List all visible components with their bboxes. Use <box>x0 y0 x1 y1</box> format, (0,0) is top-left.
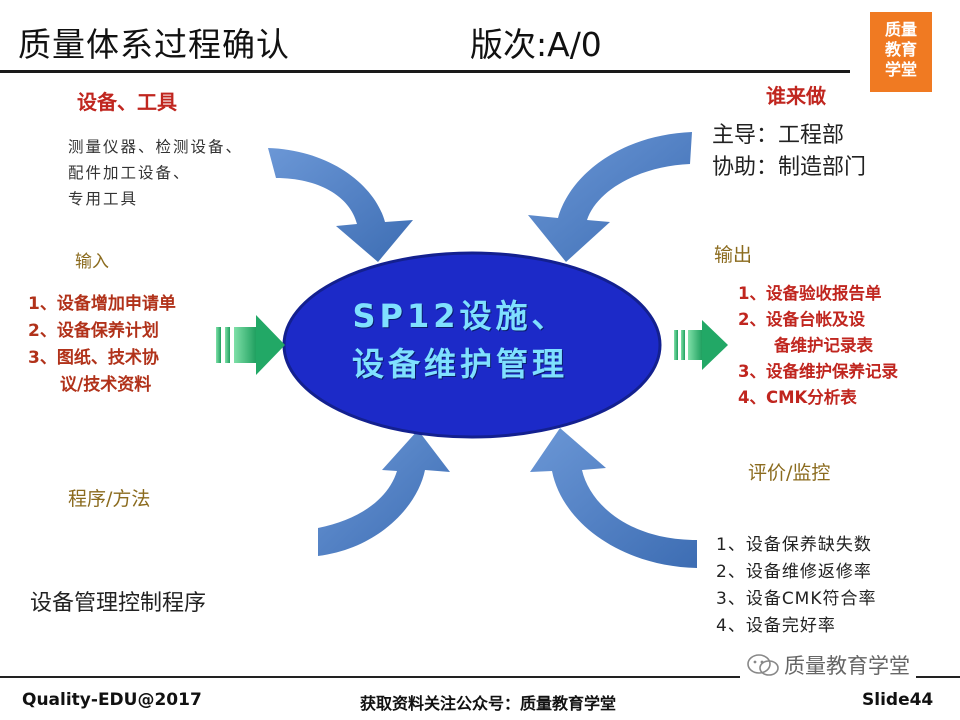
evaluation-item: 4、设备完好率 <box>716 616 836 636</box>
logo-line-1: 质量 <box>884 20 917 39</box>
curved-arrow-top-right <box>528 132 692 262</box>
brand-logo: 质量 教育 学堂 <box>870 12 932 92</box>
input-list: 1、设备增加申请单 2、设备保养计划 3、图纸、技术协 议/技术资料 <box>28 291 176 399</box>
output-item: 1、设备验收报告单 <box>738 284 882 303</box>
evaluation-list: 1、设备保养缺失数 2、设备维修返修率 3、设备CMK符合率 4、设备完好率 <box>716 532 877 640</box>
equipment-line: 专用工具 <box>68 190 139 208</box>
center-title-line-2: 设备维护管理 <box>351 345 568 383</box>
footer-divider <box>0 676 960 678</box>
who-list: 主导：工程部 协助：制造部门 <box>712 120 866 184</box>
logo-line-2: 教育 <box>884 40 917 59</box>
method-heading: 程序/方法 <box>68 488 151 510</box>
who-line: 主导：工程部 <box>712 123 845 148</box>
output-heading: 输出 <box>714 244 753 266</box>
watermark: 质量教育学堂 <box>740 648 916 682</box>
output-item: 2、设备台帐及设 <box>738 310 865 329</box>
output-item: 4、CMK分析表 <box>738 388 857 407</box>
watermark-text: 质量教育学堂 <box>784 654 910 678</box>
equipment-list: 测量仪器、检测设备、 配件加工设备、 专用工具 <box>68 134 243 212</box>
wechat-icon <box>747 654 779 676</box>
evaluation-heading: 评价/监控 <box>748 462 831 484</box>
output-list: 1、设备验收报告单 2、设备台帐及设 备维护记录表 3、设备维护保养记录 4、C… <box>738 281 898 411</box>
input-item: 议/技术资料 <box>60 375 152 395</box>
curved-arrow-bottom-left <box>318 430 450 556</box>
title-divider <box>0 70 850 73</box>
equipment-heading: 设备、工具 <box>77 90 177 114</box>
logo-line-3: 学堂 <box>884 60 917 79</box>
footer-copyright: Quality-EDU@2017 <box>22 690 202 710</box>
input-item: 3、图纸、技术协 <box>28 348 159 368</box>
method-text: 设备管理控制程序 <box>30 591 207 616</box>
output-arrow <box>674 320 728 370</box>
evaluation-item: 1、设备保养缺失数 <box>716 535 872 555</box>
output-item: 备维护记录表 <box>774 336 873 355</box>
input-arrow <box>216 315 285 375</box>
curved-arrow-top-left <box>268 148 413 262</box>
input-heading: 输入 <box>75 252 109 272</box>
footer-notice: 获取资料关注公众号：质量教育学堂 <box>360 694 617 713</box>
center-process-title: SP12设施、 设备维护管理 <box>290 292 630 388</box>
who-line: 协助：制造部门 <box>712 155 867 180</box>
evaluation-item: 3、设备CMK符合率 <box>716 589 877 609</box>
who-heading: 谁来做 <box>766 84 826 108</box>
equipment-line: 配件加工设备、 <box>68 164 191 182</box>
curved-arrow-bottom-right <box>530 428 697 568</box>
slide-number: Slide44 <box>862 690 934 710</box>
center-title-line-1: SP12设施、 <box>352 297 568 335</box>
page-title: 质量体系过程确认 <box>18 25 290 64</box>
evaluation-item: 2、设备维修返修率 <box>716 562 872 582</box>
version-label: 版次:A/0 <box>470 25 602 64</box>
output-item: 3、设备维护保养记录 <box>738 362 898 381</box>
input-item: 2、设备保养计划 <box>28 321 159 341</box>
equipment-line: 测量仪器、检测设备、 <box>68 138 244 156</box>
input-item: 1、设备增加申请单 <box>28 294 176 314</box>
